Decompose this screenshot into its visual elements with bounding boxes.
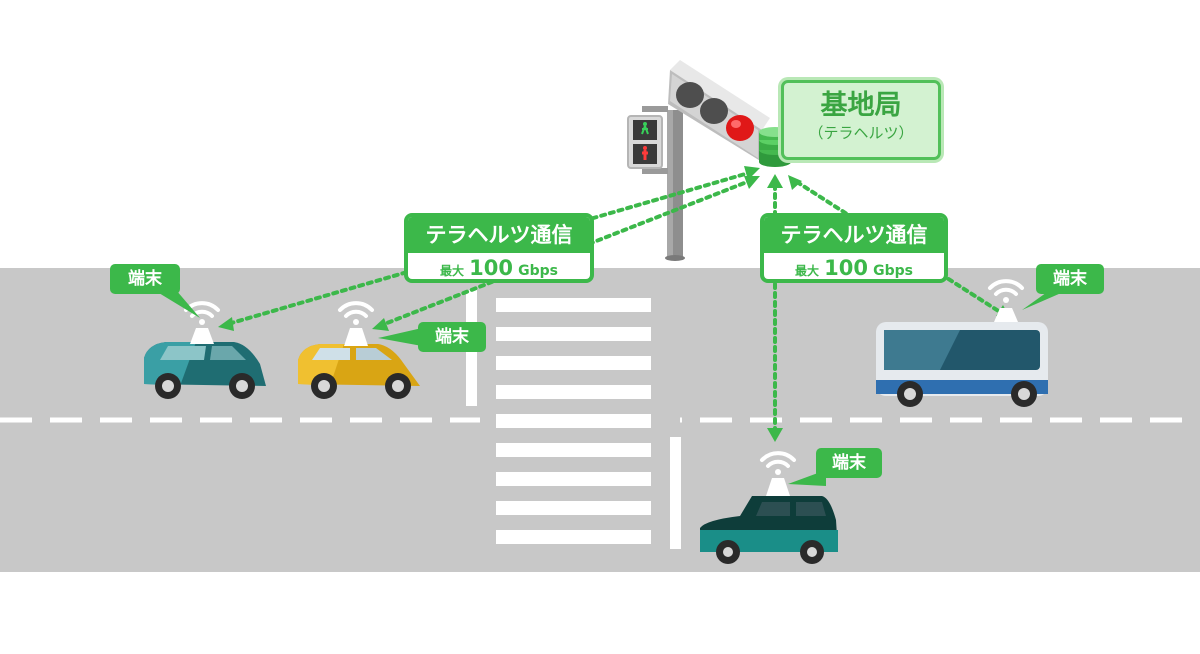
arrow-heads <box>218 166 1010 442</box>
speed-prefix: 最大 <box>440 264 465 278</box>
link-label-left: テラヘルツ通信 最大 100 Gbps <box>404 213 594 283</box>
link-label-left-title: テラヘルツ通信 <box>408 217 590 253</box>
stop-line-right <box>670 437 681 549</box>
link-label-right-speed: 最大 100 Gbps <box>764 253 944 280</box>
signal-pole <box>665 110 685 261</box>
speed-value: 100 <box>469 256 513 280</box>
base-station-title: 基地局 <box>820 90 902 121</box>
terminal-tag-teal-car: 端末 <box>110 264 180 294</box>
pedestrian-signal-icon <box>627 106 668 174</box>
dark-car <box>700 496 838 564</box>
bus <box>876 322 1048 407</box>
terminal-tag-yellow-car: 端末 <box>418 322 486 352</box>
speed-prefix: 最大 <box>795 264 820 278</box>
link-label-right: テラヘルツ通信 最大 100 Gbps <box>760 213 948 283</box>
base-station-subtitle: （テラヘルツ） <box>808 124 914 142</box>
link-label-left-speed: 最大 100 Gbps <box>408 253 590 280</box>
speed-unit: Gbps <box>873 263 913 279</box>
teal-car <box>144 342 266 399</box>
link-label-right-title: テラヘルツ通信 <box>764 217 944 253</box>
traffic-signal-icon <box>668 60 770 162</box>
terminal-tag-bus: 端末 <box>1036 264 1104 294</box>
terminal-antennas <box>190 308 1018 496</box>
speed-unit: Gbps <box>518 263 558 279</box>
base-station-label: 基地局 （テラヘルツ） <box>781 80 941 160</box>
speed-value: 100 <box>824 256 868 280</box>
terminal-tag-dark-car: 端末 <box>816 448 882 478</box>
yellow-car <box>298 344 420 399</box>
crosswalk <box>480 286 680 556</box>
